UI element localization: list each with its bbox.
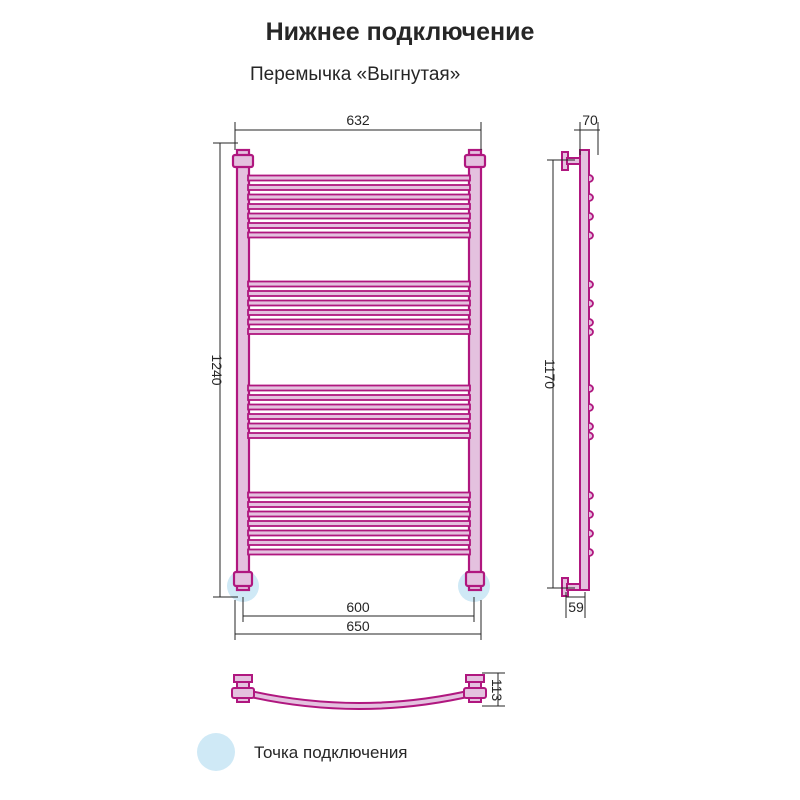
left-collector xyxy=(235,148,251,592)
side-crossbar-end xyxy=(588,212,594,221)
side-crossbar-end xyxy=(588,174,594,183)
crossbar xyxy=(247,280,471,288)
crossbar xyxy=(247,403,471,411)
side-crossbar-end xyxy=(588,529,594,538)
crossbar xyxy=(247,510,471,518)
page-subtitle: Перемычка «Выгнутая» xyxy=(250,64,461,85)
crossbar xyxy=(247,231,471,239)
top-view xyxy=(231,674,487,710)
dim-height-left: 1240 xyxy=(209,354,225,385)
dim-side-depth-top: 70 xyxy=(582,112,598,128)
side-top-valve-stem xyxy=(566,157,581,165)
side-dimensions xyxy=(547,122,600,618)
bottom-connector-left xyxy=(232,570,254,588)
legend-label: Точка подключения xyxy=(254,743,408,762)
dim-bend-depth: 113 xyxy=(489,679,505,702)
side-crossbar-ends xyxy=(588,174,594,557)
legend-marker xyxy=(197,733,235,771)
dim-width-top: 632 xyxy=(346,112,370,128)
crossbar xyxy=(247,422,471,430)
side-collector xyxy=(579,149,590,591)
page-title: Нижнее подключение xyxy=(265,18,535,46)
side-crossbar-end xyxy=(588,231,594,240)
front-view xyxy=(231,148,487,592)
crossbar xyxy=(247,212,471,220)
crossbar xyxy=(247,309,471,316)
side-crossbar-end xyxy=(588,193,594,202)
crossbar xyxy=(247,222,471,229)
right-collector xyxy=(467,148,483,592)
top-view-connector-right-cap xyxy=(465,674,485,683)
crossbar xyxy=(247,413,471,420)
bottom-connector-right xyxy=(464,570,486,588)
side-crossbar-end xyxy=(588,403,594,412)
front-dimensions xyxy=(213,122,482,640)
top-view-connector-left-nut xyxy=(231,687,255,699)
side-crossbar-end xyxy=(588,318,594,327)
crossbar xyxy=(247,548,471,556)
side-crossbar-end xyxy=(588,510,594,519)
side-view xyxy=(561,149,594,597)
crossbar xyxy=(247,193,471,201)
crossbar xyxy=(247,184,471,191)
curved-jumper xyxy=(245,688,473,710)
side-crossbar-end xyxy=(588,384,594,393)
crossbar xyxy=(247,174,471,182)
crossbar xyxy=(247,328,471,335)
top-view-dimensions xyxy=(482,672,505,707)
crossbar xyxy=(247,299,471,307)
crossbar xyxy=(247,290,471,297)
top-view-connector-left-cap xyxy=(233,674,253,683)
crossbar xyxy=(247,432,471,439)
crossbar xyxy=(247,520,471,527)
crossbar xyxy=(247,501,471,508)
crossbar xyxy=(247,384,471,392)
top-plug-left xyxy=(231,153,255,169)
side-crossbar-end xyxy=(588,491,594,500)
crossbars xyxy=(247,174,471,556)
top-view-connector-right-nut xyxy=(463,687,487,699)
crossbar xyxy=(247,203,471,210)
crossbar xyxy=(247,539,471,546)
dim-axis-distance: 600 xyxy=(346,599,370,615)
crossbar xyxy=(247,318,471,326)
side-crossbar-end xyxy=(588,431,594,441)
side-crossbar-end xyxy=(588,327,594,337)
side-crossbar-end xyxy=(588,548,594,557)
side-crossbar-end xyxy=(588,299,594,308)
dim-width-total: 650 xyxy=(346,618,370,634)
side-bottom-valve-stem xyxy=(566,583,581,591)
dim-side-height: 1170 xyxy=(542,359,558,389)
side-crossbar-end xyxy=(588,422,594,431)
side-crossbar-end xyxy=(588,280,594,289)
crossbar xyxy=(247,394,471,401)
dim-side-depth-bottom: 59 xyxy=(568,599,584,615)
crossbar xyxy=(247,529,471,537)
top-plug-right xyxy=(463,153,487,169)
crossbar xyxy=(247,491,471,499)
